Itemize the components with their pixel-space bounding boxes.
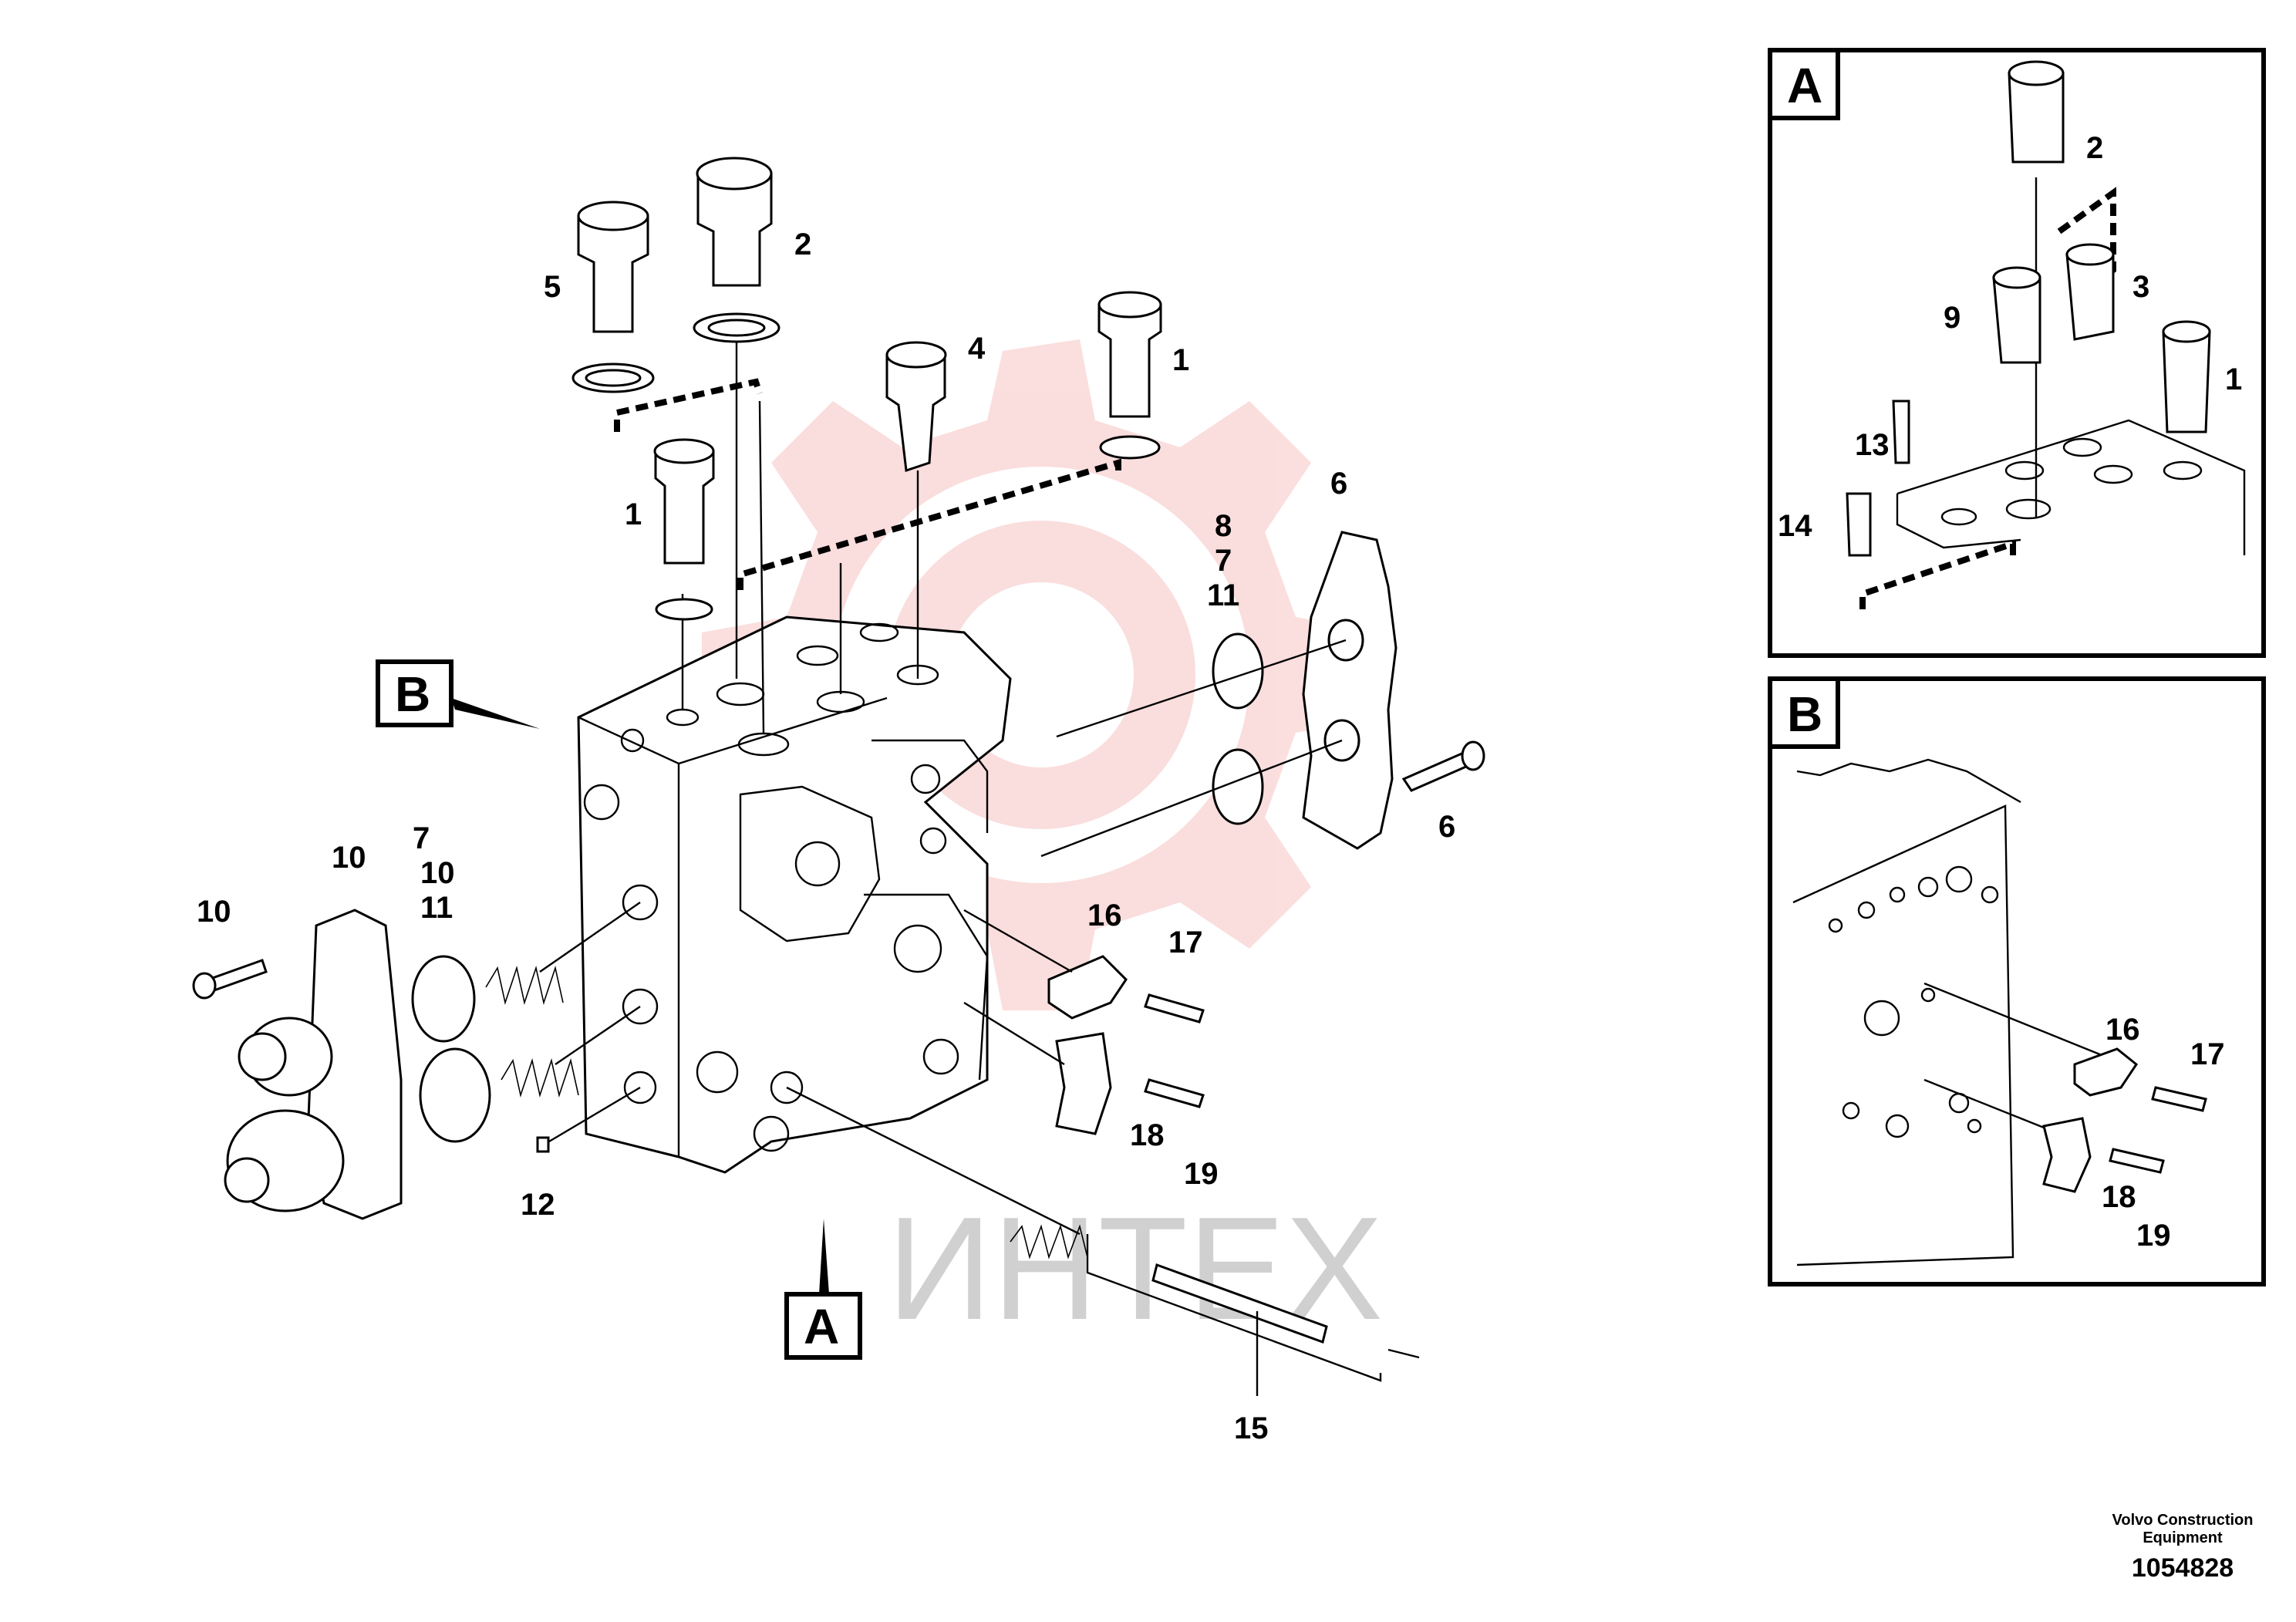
inset-a-callout-9: 9	[1944, 301, 1961, 335]
svg-text:A: A	[804, 1299, 839, 1354]
inset-b-label: B	[1787, 686, 1822, 742]
cover-plate-part-6	[1212, 531, 1397, 850]
plug-part-5	[571, 201, 655, 393]
bolt-part-10	[192, 959, 268, 1000]
credit-line-2: Equipment	[2143, 1529, 2223, 1546]
callout-16: 16	[1087, 899, 1122, 932]
inset-b-callout-19: 19	[2136, 1219, 2171, 1253]
plug-part-2	[693, 157, 781, 343]
publisher-credit: Volvo Construction Equipment 1054828	[2067, 1512, 2296, 1584]
control-valve-block	[577, 615, 1012, 1174]
inset-a-plug-2	[2008, 60, 2065, 164]
inset-a-valve-3	[2065, 243, 2115, 341]
callout-1: 1	[1172, 343, 1189, 377]
inset-b-callout-18: 18	[2102, 1180, 2136, 1214]
callout-17: 17	[1168, 926, 1203, 959]
callout-10: 10	[420, 856, 455, 890]
diagram-number: 1054828	[2131, 1553, 2234, 1583]
credit-line-1: Volvo Construction	[2112, 1512, 2254, 1529]
clamp-part-16	[1047, 955, 1128, 1020]
inset-b-panel: B 16 17 18 19	[1768, 676, 2266, 1286]
svg-text:B: B	[395, 666, 430, 722]
callout-10: 10	[197, 895, 231, 929]
inset-b-clamp-16	[2073, 1047, 2139, 1097]
inset-a-callout-2: 2	[2086, 131, 2103, 165]
inset-a-panel: A 2 3 9 1 13 14	[1768, 48, 2266, 658]
callout-15: 15	[1234, 1411, 1269, 1445]
callout-5: 5	[544, 270, 561, 304]
bolt-part-6	[1401, 740, 1485, 792]
callout-7: 7	[413, 821, 430, 855]
inset-b-callout-17: 17	[2190, 1037, 2225, 1071]
inset-b-clamp-18	[2042, 1117, 2092, 1193]
relief-valve-part-1-left	[653, 438, 715, 621]
callout-12: 12	[521, 1188, 555, 1222]
inset-b-callout-16: 16	[2106, 1013, 2140, 1047]
callout-7: 7	[1215, 544, 1232, 578]
callout-6: 6	[1330, 467, 1347, 501]
inset-a-valve-1	[2162, 320, 2211, 433]
inset-a-label: A	[1787, 58, 1822, 113]
inset-a-callout-1: 1	[2225, 363, 2242, 396]
callout-2: 2	[794, 228, 811, 261]
relief-valve-part-1-right	[1097, 291, 1162, 460]
callout-11: 11	[420, 891, 453, 925]
view-marker-a: A	[784, 1219, 862, 1360]
valve-part-4	[885, 341, 947, 473]
inset-a-part-9	[1992, 266, 2041, 364]
callout-1: 1	[625, 497, 642, 531]
springs	[485, 966, 579, 1098]
callout-labels: 1 1 2 4 5 6 6 8 7 11 7 10 10 10 11 12 15…	[197, 228, 1455, 1445]
dashed-leader	[614, 378, 763, 432]
inset-a-callout-3: 3	[2132, 270, 2149, 304]
callout-11: 11	[1207, 578, 1239, 612]
callout-6: 6	[1438, 810, 1455, 844]
callout-19: 19	[1184, 1157, 1219, 1191]
cover-part-10	[224, 909, 403, 1220]
clamp-part-18	[1055, 1032, 1112, 1135]
view-marker-b: B	[376, 659, 540, 729]
spool-part-15	[1010, 1224, 1420, 1396]
callout-4: 4	[968, 332, 986, 366]
dashed-leader	[737, 458, 1121, 590]
inset-a-callout-14: 14	[1778, 509, 1812, 543]
callout-10: 10	[332, 841, 366, 875]
inset-a-callout-13: 13	[1855, 428, 1890, 462]
callout-8: 8	[1215, 509, 1232, 543]
callout-18: 18	[1130, 1118, 1165, 1152]
